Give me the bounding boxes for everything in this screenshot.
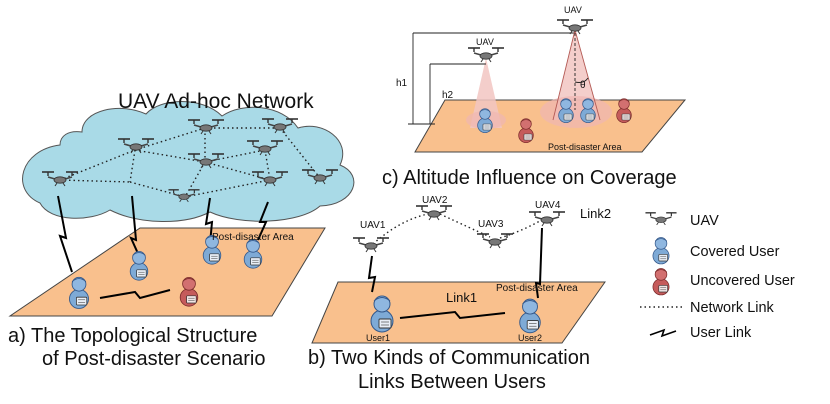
height-markers [408,29,601,125]
legend-item-user-link: User Link [690,325,752,341]
uav-label-low: UAV [476,37,494,47]
uav-network-cloud [22,101,355,222]
covered-user-icon [580,98,596,124]
uav4-label: UAV4 [535,200,561,211]
panel-b: UAV1 UAV2 UAV3 UAV4 Link2 Link1 Post-dis… [308,195,611,393]
uncovered-user-icon [179,276,199,307]
user1-label: User1 [366,333,390,343]
covered-user-icon [558,98,574,124]
caption-a-line1: a) The Topological Structure [8,325,257,347]
covered-user-icon [370,295,394,333]
uncovered-user-icon [518,118,534,144]
cloud-title: UAV Ad-hoc Network [118,90,314,113]
covered-user-icon [519,298,541,334]
caption-b-line1: b) Two Kinds of Communication [308,347,590,369]
theta-label: θ [580,80,586,91]
uav-icon [352,237,390,253]
caption-c: c) Altitude Influence on Coverage [382,167,677,189]
caption-a-line2: of Post-disaster Scenario [42,348,265,370]
uav2-label: UAV2 [422,195,448,206]
covered-user-icon [652,237,670,265]
user-links-b [367,227,543,320]
uncovered-user-icon [616,98,632,124]
link2-label: Link2 [580,206,611,221]
caption-b-line2: Links Between Users [358,371,546,393]
legend-item-covered-user: Covered User [690,244,780,260]
uav1-label: UAV1 [360,220,386,231]
covered-user-icon [243,238,263,269]
legend-item-uav: UAV [690,213,719,229]
h1-label: h1 [396,78,408,89]
network-links-b [372,213,546,245]
legend-item-uncovered-user: Uncovered User [690,273,795,289]
link1-label: Link1 [446,290,477,305]
h2-label: h2 [442,90,454,101]
uav3-label: UAV3 [478,219,504,230]
user-links-a [57,195,269,300]
legend: UAV Covered User Uncovered User Network … [640,212,795,341]
uav-icon [415,205,453,221]
coverage-area-high [540,96,612,128]
coverage-beam-low [470,58,502,128]
uav-icon [644,212,678,226]
user2-label: User2 [518,333,542,343]
covered-user-icon [477,108,493,134]
area-label-b: Post-disaster Area [496,283,578,294]
panel-a: UAV Ad-hoc Network [8,90,355,370]
area-label-a: Post-disaster Area [212,232,294,243]
area-label-c: Post-disaster Area [548,142,622,152]
panel-c: UAV UAV h1 h2 θ Post-disaster Area c) Al… [382,5,687,189]
uncovered-user-icon [652,268,670,296]
uav-label-high: UAV [564,5,582,15]
uav-icon [476,233,514,249]
legend-item-network-link: Network Link [690,300,775,316]
lightning-icon [649,328,677,338]
covered-user-icon [69,276,89,309]
covered-user-icon [129,250,149,281]
